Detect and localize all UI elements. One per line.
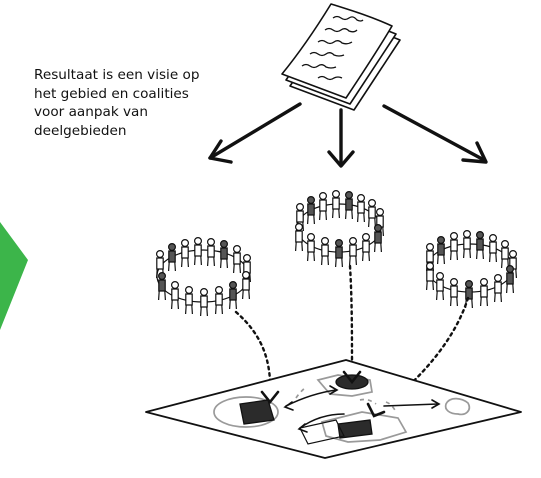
subarea-highlight: [337, 419, 373, 439]
people-circle-icon: [295, 190, 384, 268]
area-map-icon: [145, 359, 522, 459]
document-stack-icon: [281, 3, 401, 111]
group-left: [156, 237, 251, 317]
caption: Resultaat is een visie op het gebied en …: [34, 66, 239, 140]
region-outline: [213, 396, 279, 428]
group-right: [426, 230, 518, 309]
caption-line-3: voor aanpak van: [34, 104, 149, 120]
group-center: [295, 190, 384, 268]
region-outline: [320, 411, 408, 443]
region-outline: [444, 397, 471, 416]
caption-line-4: deelgebieden: [34, 122, 127, 139]
arrow-to-group-left: [208, 102, 302, 160]
arrow-to-group-right: [382, 104, 486, 162]
process-step-arrow: [0, 222, 28, 330]
subarea-highlight: [239, 399, 275, 425]
output-arrows: [208, 102, 488, 168]
caption-line-2: het gebied en coalities: [34, 85, 189, 102]
caption-line-1: Resultaat is een visie op: [34, 67, 200, 83]
region-outline: [316, 374, 373, 397]
link-arrow: [383, 403, 439, 407]
people-circle-icon: [156, 237, 251, 317]
people-circle-icon: [426, 230, 518, 309]
map-sheet: [145, 359, 522, 459]
